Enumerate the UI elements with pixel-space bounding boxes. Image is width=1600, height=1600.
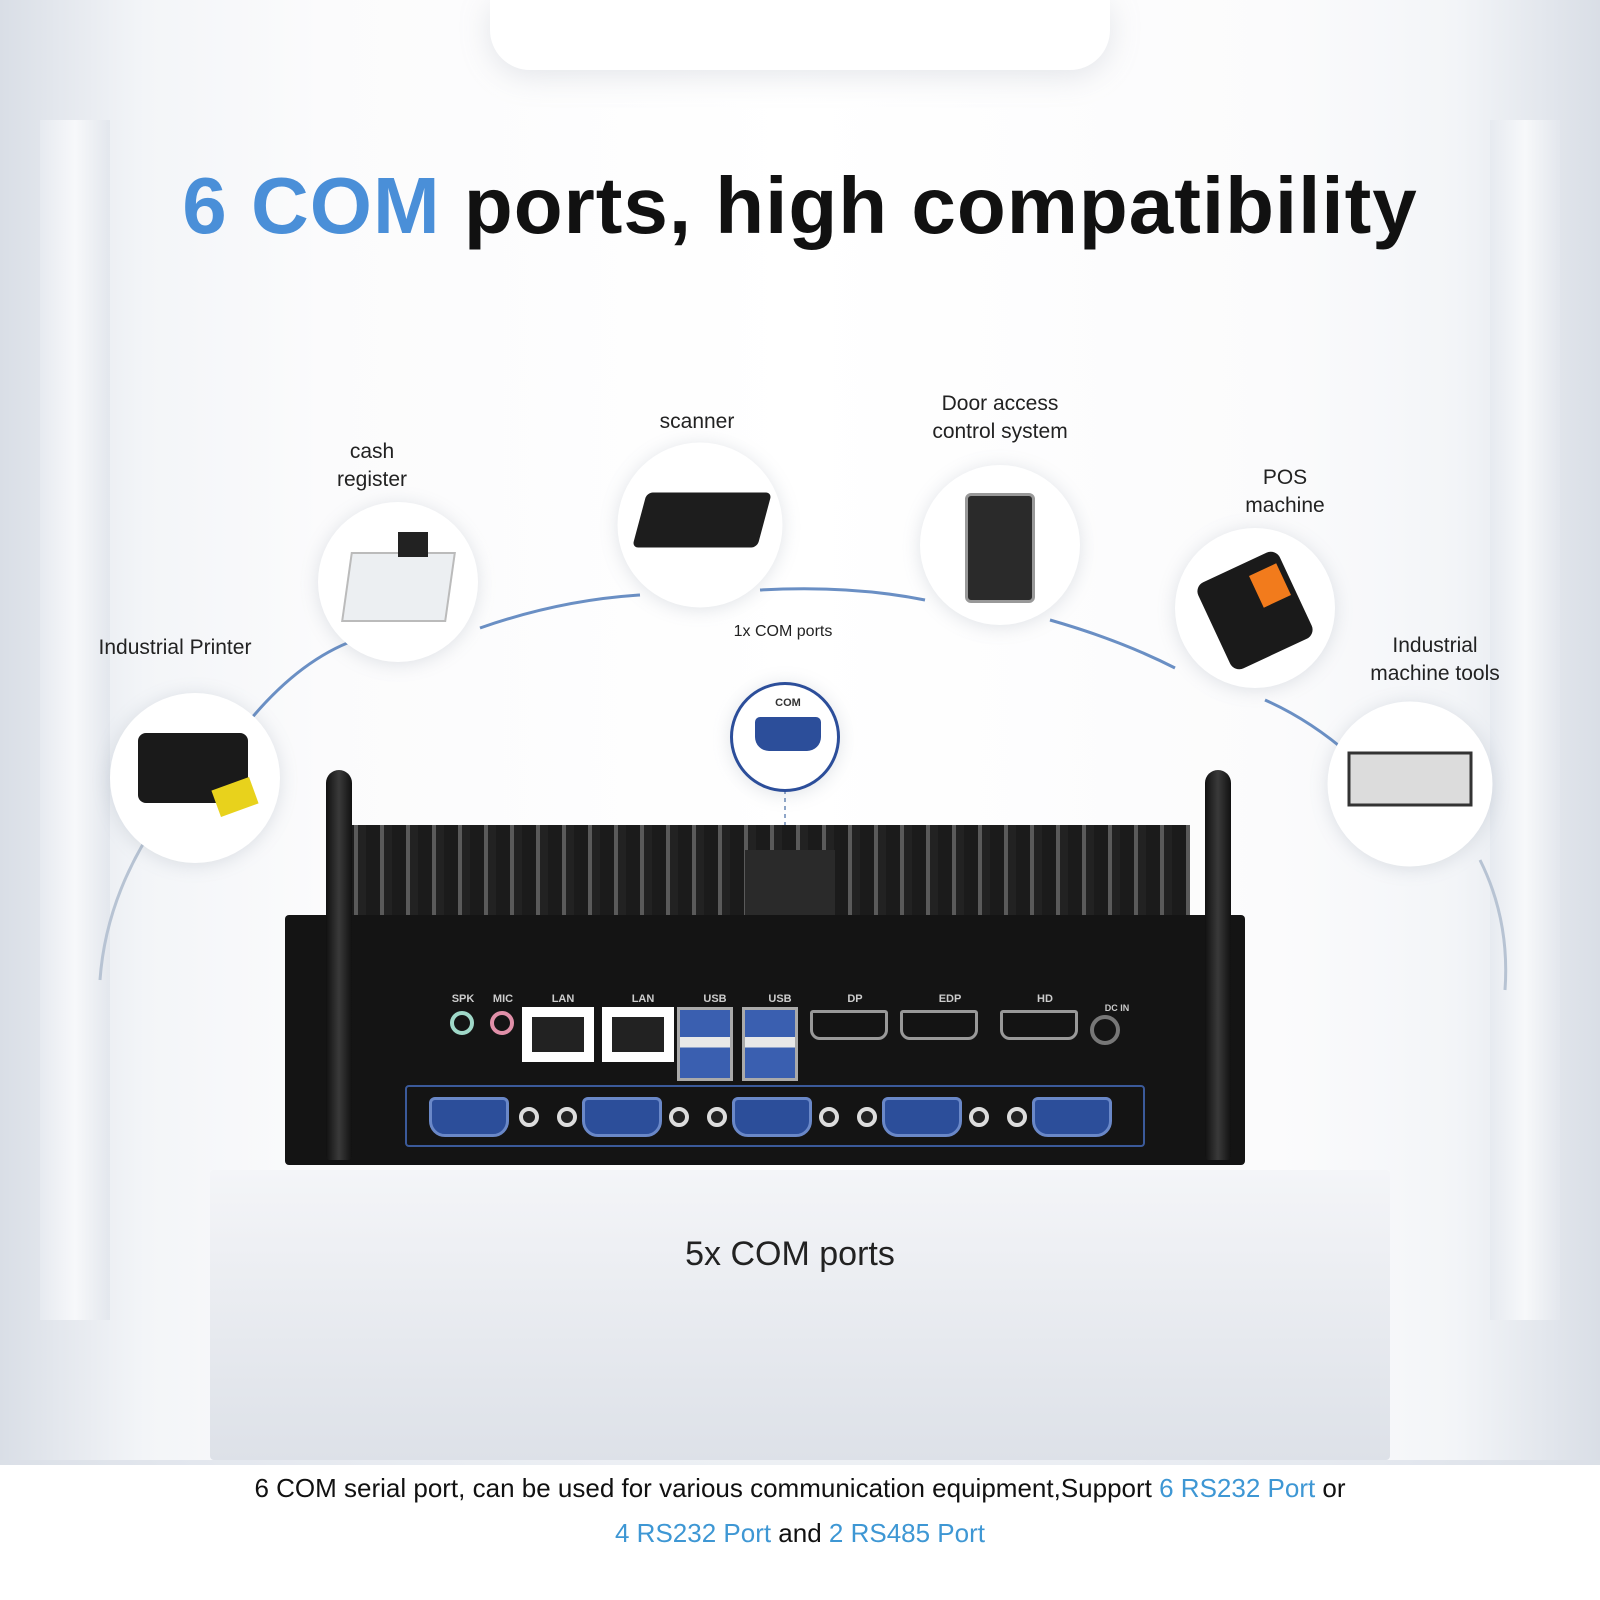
com-port (732, 1097, 812, 1137)
screw (1007, 1107, 1027, 1127)
port-label-lan: LAN (631, 993, 655, 1005)
screw (707, 1107, 727, 1127)
dc-in-jack (1090, 1015, 1120, 1045)
screw (857, 1107, 877, 1127)
screw (819, 1107, 839, 1127)
port-label-hd: HD (1037, 993, 1053, 1005)
port-label-spk: SPK (451, 993, 475, 1005)
port-label-usb: USB (703, 993, 727, 1005)
port-label-dp: DP (847, 993, 863, 1005)
lan-port (602, 1007, 674, 1062)
keypad-icon (920, 465, 1080, 625)
cnc-machine-icon (1327, 701, 1493, 867)
usb-port (677, 1007, 733, 1081)
com-port-label: COM (775, 697, 801, 709)
screw (969, 1107, 989, 1127)
label-industrial-printer: Industrial Printer (98, 636, 252, 659)
caption-highlight: 6 RS232 Port (1159, 1473, 1316, 1503)
caption-area (0, 1465, 1600, 1600)
caption-text: 6 COM serial port, can be used for vario… (254, 1473, 1160, 1503)
com-port (582, 1097, 662, 1137)
label-cash-register: cash register (336, 440, 408, 491)
port-label-mic: MIC (492, 993, 514, 1005)
caption-line-2: 4 RS232 Port and 2 RS485 Port (0, 1518, 1600, 1549)
com-port-row (405, 1085, 1145, 1147)
screw (669, 1107, 689, 1127)
label-door-access: Door access control system (932, 392, 1068, 443)
com-port (429, 1097, 509, 1137)
antenna-right (1205, 770, 1231, 1160)
printer-icon (110, 693, 280, 863)
label-1x-com: 1x COM ports (733, 623, 833, 640)
label-scanner: scanner (659, 410, 735, 433)
hdmi-port (1000, 1010, 1078, 1040)
caption-highlight: 2 RS485 Port (828, 1518, 985, 1548)
antenna-left (326, 770, 352, 1160)
ceiling-light (490, 0, 1110, 70)
caption-text: and (771, 1518, 829, 1548)
speaker-jack (450, 1011, 474, 1035)
screw (557, 1107, 577, 1127)
port-label-usb: USB (768, 993, 792, 1005)
label-5x-com: 5x COM ports (685, 1235, 895, 1273)
caption-text: or (1315, 1473, 1346, 1503)
headline-highlight: 6 COM (182, 161, 441, 250)
headline-rest: ports, high compatibility (440, 161, 1418, 250)
com-port (882, 1097, 962, 1137)
pedestal (210, 1170, 1390, 1460)
scanner-icon (617, 442, 783, 608)
port-label-dc-in: DC IN (1104, 1003, 1130, 1013)
pos-terminal-icon (1175, 528, 1335, 688)
com-port-zoom: COM (730, 682, 840, 792)
cash-register-icon (318, 502, 478, 662)
mic-jack (490, 1011, 514, 1035)
edp-port (900, 1010, 978, 1040)
label-machine-tools: Industrial machine tools (1370, 634, 1500, 685)
label-pos-machine: POS machine (1245, 466, 1325, 517)
pillar-right (1490, 120, 1560, 1320)
usb-port (742, 1007, 798, 1081)
headline: 6 COM ports, high compatibility (0, 160, 1600, 252)
port-label-edp: EDP (938, 993, 962, 1005)
pillar-left (40, 120, 110, 1320)
com-port (1032, 1097, 1112, 1137)
lan-port (522, 1007, 594, 1062)
port-label-lan: LAN (551, 993, 575, 1005)
caption-line-1: 6 COM serial port, can be used for vario… (0, 1473, 1600, 1504)
screw (519, 1107, 539, 1127)
caption-highlight: 4 RS232 Port (614, 1518, 772, 1548)
dp-port (810, 1010, 888, 1040)
